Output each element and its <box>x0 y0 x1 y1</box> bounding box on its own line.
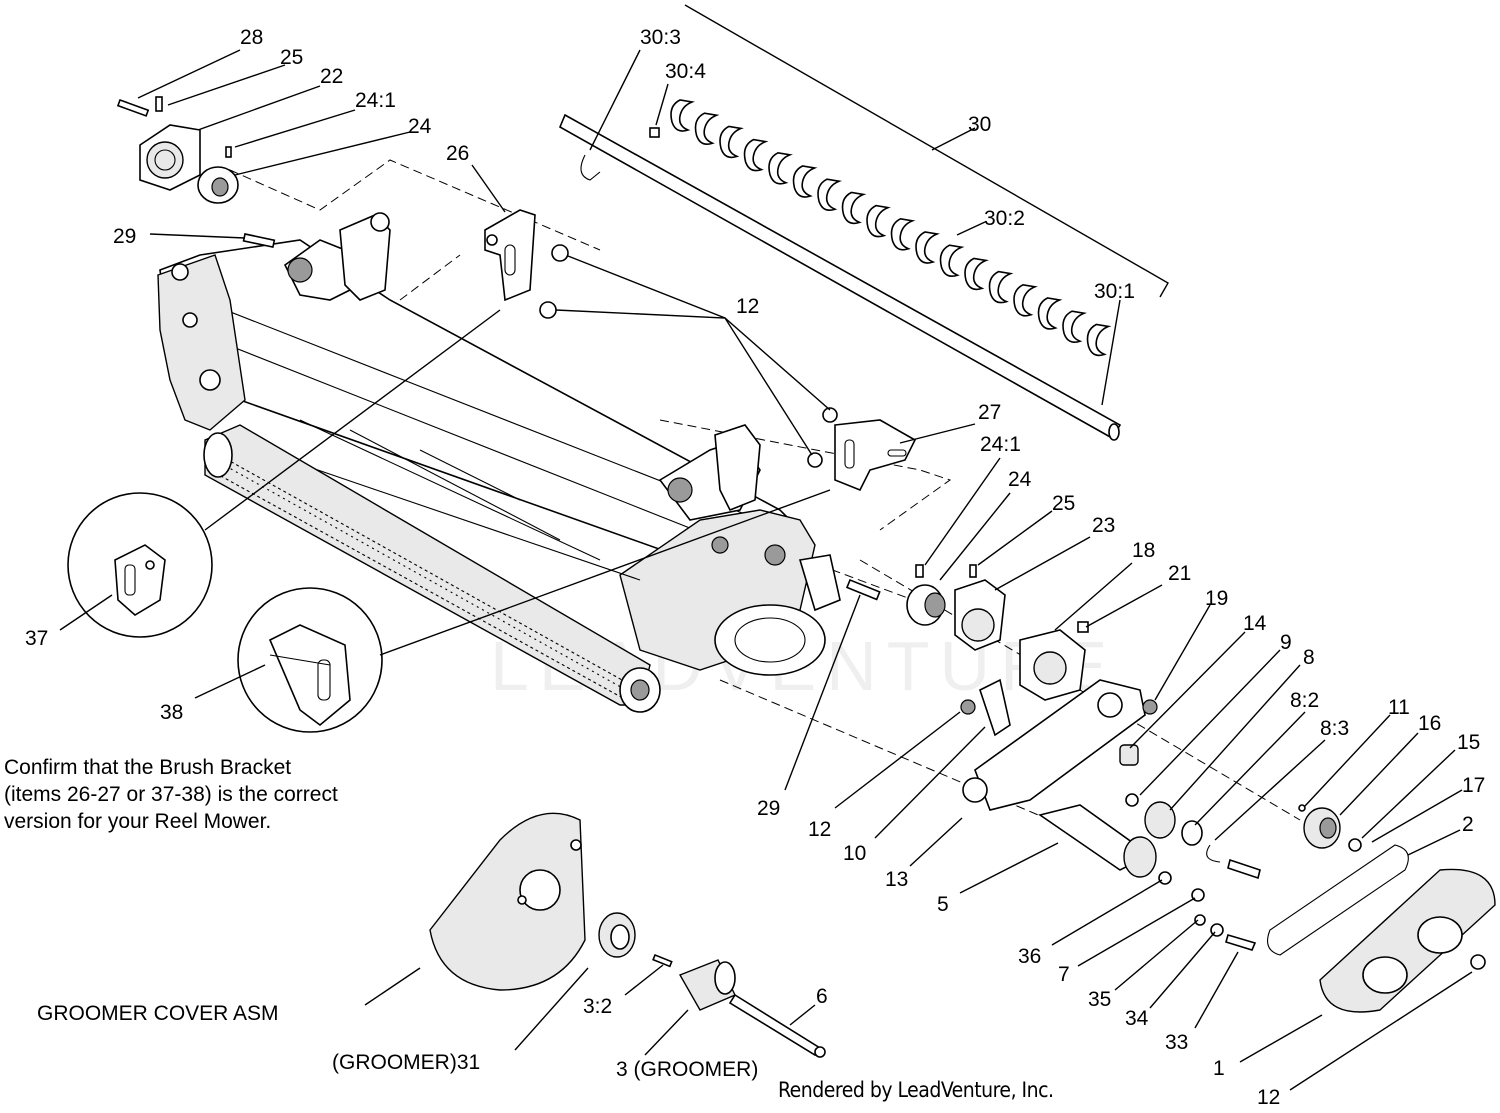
callout-34: 34 <box>1125 1007 1149 1030</box>
callout-30-4: 30:4 <box>665 60 706 83</box>
nut-12-top <box>539 244 838 468</box>
groomer-shaft-30 <box>558 113 1122 441</box>
callout-24: 24 <box>408 115 432 138</box>
note-line-3: version for your Reel Mower. <box>4 810 272 833</box>
groomer-blade <box>1062 310 1087 343</box>
groomer-blade <box>890 217 916 251</box>
callout-9: 9 <box>1280 631 1292 654</box>
groomer-brush-roller <box>203 424 661 713</box>
callout-25: 25 <box>280 46 303 69</box>
callout-33: 33 <box>1165 1031 1188 1054</box>
bearing-housing-top-left <box>116 96 239 204</box>
groomer-blade <box>694 112 720 145</box>
callout-12: 12 <box>1257 1086 1280 1109</box>
callout-23: 23 <box>1092 514 1115 537</box>
callout-3-2: 3:2 <box>583 995 612 1018</box>
callout-labels: 28 25 22 24:1 24 26 29 30:3 30:4 30 30:2… <box>25 26 1485 1109</box>
callout-29: 29 <box>113 225 136 248</box>
callout-30-1: 30:1 <box>1094 280 1135 303</box>
callout-8: 8 <box>1303 646 1315 669</box>
drive-belt-and-cover <box>1267 844 1496 1013</box>
callout-11: 11 <box>1388 696 1410 719</box>
range-bracket-30 <box>684 4 1169 298</box>
groomer-blade <box>915 231 940 264</box>
groomer-blade <box>719 125 744 159</box>
callout-19: 19 <box>1205 587 1228 610</box>
callout-31-groomer: (GROOMER)31 <box>332 1051 480 1074</box>
callout-24: 24 <box>1008 468 1032 491</box>
leader-lines <box>59 49 1473 1091</box>
detail-circle-37 <box>67 492 213 638</box>
groomer-cover-assembly <box>429 812 826 1058</box>
callout-16: 16 <box>1418 712 1441 735</box>
groomer-blade <box>1037 297 1063 330</box>
callout-18: 18 <box>1132 539 1155 562</box>
groomer-blade <box>670 99 695 132</box>
callout-2: 2 <box>1462 813 1474 836</box>
callout-26: 26 <box>446 142 469 165</box>
detail-circle-38 <box>237 587 383 733</box>
callout-30-2: 30:2 <box>984 207 1025 230</box>
note-line-1: Confirm that the Brush Bracket <box>4 756 292 779</box>
callout-12: 12 <box>808 818 831 841</box>
callout-35: 35 <box>1088 988 1111 1011</box>
callout-21: 21 <box>1168 562 1191 585</box>
callout-8-2: 8:2 <box>1290 689 1319 712</box>
brush-bracket-note: Confirm that the Brush Bracket (items 26… <box>4 754 444 835</box>
callout-37: 37 <box>25 627 48 650</box>
callout-28: 28 <box>240 26 263 49</box>
callout-24-1: 24:1 <box>980 433 1021 456</box>
callout-6: 6 <box>816 985 828 1008</box>
callout-17: 17 <box>1462 774 1485 797</box>
callout-8-3: 8:3 <box>1320 717 1349 740</box>
callout-12: 12 <box>736 295 759 318</box>
callout-10: 10 <box>843 842 866 865</box>
groomer-blade <box>1013 283 1038 317</box>
callout-14: 14 <box>1243 612 1267 635</box>
groomer-blade <box>1086 323 1112 357</box>
groomer-blade <box>792 165 818 198</box>
callout-13: 13 <box>885 868 908 891</box>
groomer-blade <box>964 257 989 291</box>
callout-22: 22 <box>320 65 343 88</box>
callout-15: 15 <box>1457 731 1480 754</box>
callout-30-3: 30:3 <box>640 26 681 49</box>
groomer-blade <box>866 204 891 238</box>
groomer-blades <box>670 99 1112 357</box>
callout-7: 7 <box>1058 963 1070 986</box>
callout-30: 30 <box>968 113 991 136</box>
callout-36: 36 <box>1018 945 1041 968</box>
brush-bracket-27 <box>834 419 917 492</box>
note-line-2: (items 26-27 or 37-38) is the correct <box>4 783 338 806</box>
label-groomer-cover-asm: GROOMER COVER ASM <box>37 1002 279 1025</box>
groomer-blade <box>768 151 793 185</box>
groomer-blade <box>939 244 965 277</box>
callout-3-groomer: 3 (GROOMER) <box>616 1058 758 1081</box>
reel-mower-frame <box>157 212 841 676</box>
callout-27: 27 <box>978 401 1001 424</box>
render-credit: Rendered by LeadVenture, Inc. <box>778 1078 1054 1102</box>
groomer-blade <box>988 270 1014 304</box>
callout-25: 25 <box>1052 492 1075 515</box>
groomer-blade <box>841 191 867 225</box>
callout-29: 29 <box>757 797 780 820</box>
callout-24-1: 24:1 <box>355 89 396 112</box>
callout-5: 5 <box>937 893 949 916</box>
brush-bracket-26 <box>484 209 536 302</box>
groomer-blade <box>743 138 769 172</box>
right-bearing-stack <box>906 564 1089 701</box>
callout-38: 38 <box>160 701 183 724</box>
groomer-blade <box>817 178 842 211</box>
callout-1: 1 <box>1213 1057 1225 1080</box>
pulley-parts <box>1038 793 1362 951</box>
side-plate <box>960 678 1158 811</box>
